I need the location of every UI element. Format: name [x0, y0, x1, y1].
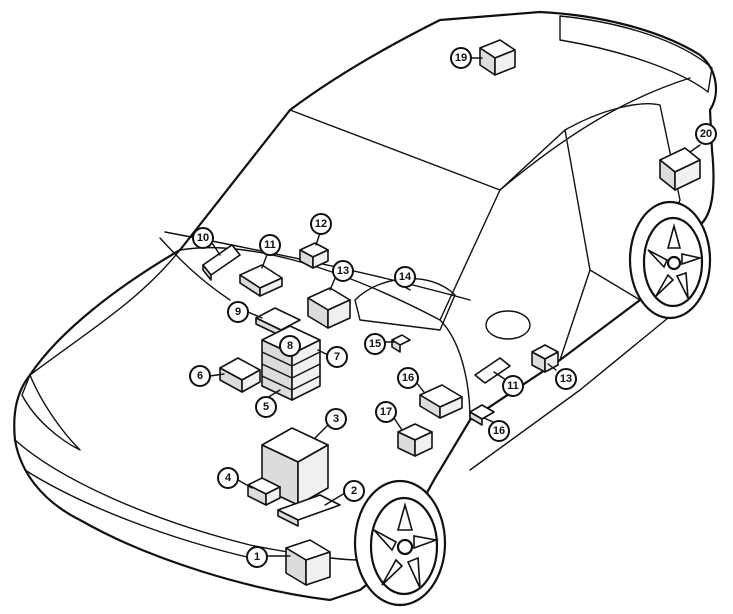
callout-labels: 1 2 3 4 5 6 7 8	[189, 47, 717, 568]
component-2	[277, 494, 341, 527]
callout-20: 20	[695, 123, 717, 145]
bumper-lower	[24, 469, 261, 561]
callout-5: 5	[255, 396, 277, 418]
components	[202, 39, 701, 586]
callout-2: 2	[343, 480, 365, 502]
callout-8: 8	[279, 335, 301, 357]
rear-wheel	[628, 200, 712, 320]
callout-12: 12	[310, 213, 332, 235]
callout-2-label: 2	[351, 485, 357, 497]
callout-7-label: 7	[334, 351, 340, 363]
car-body	[13, 10, 717, 602]
callout-16a: 16	[397, 367, 419, 389]
front-wheel	[353, 479, 447, 607]
callout-14: 14	[394, 266, 416, 288]
hood-outline	[29, 247, 471, 421]
rear-door	[564, 103, 681, 301]
callout-13b-label: 13	[560, 373, 572, 385]
callout-6: 6	[189, 365, 211, 387]
callout-9-label: 9	[235, 306, 241, 318]
component-16b	[469, 404, 495, 426]
component-16a	[419, 384, 463, 419]
callout-16b-label: 16	[493, 425, 505, 437]
callout-11b: 11	[502, 375, 524, 397]
callout-16a-label: 16	[402, 372, 414, 384]
callout-4: 4	[217, 467, 239, 489]
roof-rear-edge	[499, 77, 691, 191]
callout-11b-label: 11	[507, 380, 519, 392]
component-10	[202, 244, 241, 281]
component-6	[219, 357, 261, 393]
callout-12-label: 12	[315, 218, 327, 230]
engine-bay-edge	[159, 237, 231, 301]
callout-13a-label: 13	[337, 265, 349, 277]
callout-7: 7	[326, 346, 348, 368]
callout-16b: 16	[488, 420, 510, 442]
callout-8-label: 8	[287, 340, 293, 352]
component-12	[299, 242, 329, 269]
callout-17-label: 17	[380, 406, 392, 418]
headlight	[21, 374, 81, 451]
door-sill	[469, 299, 691, 471]
callout-3-label: 3	[333, 413, 339, 425]
callout-1-label: 1	[254, 551, 260, 563]
component-11b	[474, 357, 511, 384]
component-20	[659, 147, 701, 191]
rear-spoiler	[559, 15, 713, 93]
callout-3: 3	[325, 408, 347, 430]
component-1	[285, 539, 331, 586]
callout-10: 10	[192, 227, 214, 249]
roof-line	[289, 11, 701, 111]
callout-15: 15	[364, 333, 386, 355]
windshield	[179, 109, 501, 321]
side-mirror	[485, 310, 531, 340]
dashboard-arc	[354, 277, 456, 331]
callout-9: 9	[227, 301, 249, 323]
callout-13a: 13	[332, 260, 354, 282]
callout-4-label: 4	[225, 472, 232, 484]
component-13b	[531, 344, 559, 373]
component-11a	[239, 264, 283, 297]
callout-5-label: 5	[263, 401, 269, 413]
component-17	[397, 423, 433, 457]
callout-10-label: 10	[197, 232, 209, 244]
callout-20-label: 20	[700, 128, 712, 140]
callout-11a: 11	[259, 234, 281, 256]
callout-11a-label: 11	[264, 239, 276, 251]
component-4	[247, 477, 281, 506]
callout-17: 17	[375, 401, 397, 423]
callout-14-label: 14	[399, 271, 412, 283]
callout-1: 1	[246, 546, 268, 568]
component-13a	[307, 287, 351, 329]
component-15	[391, 334, 411, 353]
callout-13b: 13	[555, 368, 577, 390]
callout-15-label: 15	[369, 338, 381, 350]
callout-19: 19	[450, 47, 472, 69]
callout-6-label: 6	[197, 370, 203, 382]
component-19	[479, 39, 516, 76]
callout-19-label: 19	[455, 52, 467, 64]
